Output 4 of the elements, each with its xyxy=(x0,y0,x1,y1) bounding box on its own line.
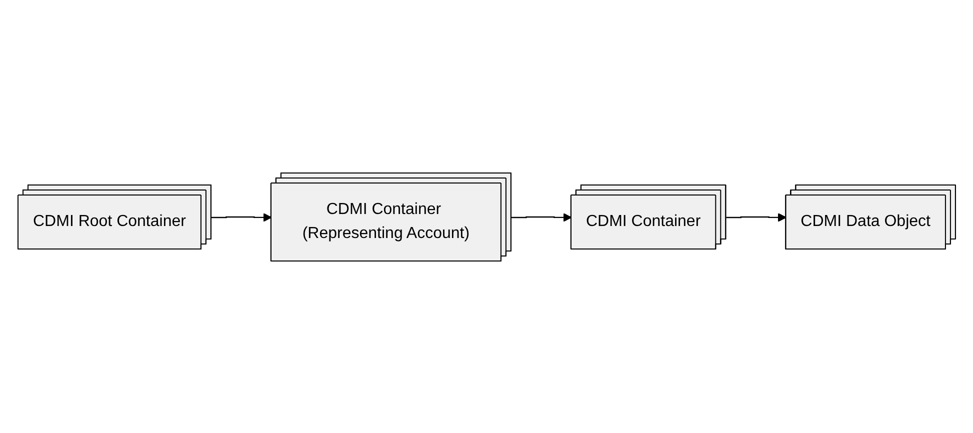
arrow xyxy=(726,212,786,222)
arrow xyxy=(511,212,572,222)
flowchart-diagram: CDMI Root Container CDMI Container (Representing Account) CDMI Container CDMI Data Object xyxy=(10,164,964,268)
arrow xyxy=(211,212,272,222)
